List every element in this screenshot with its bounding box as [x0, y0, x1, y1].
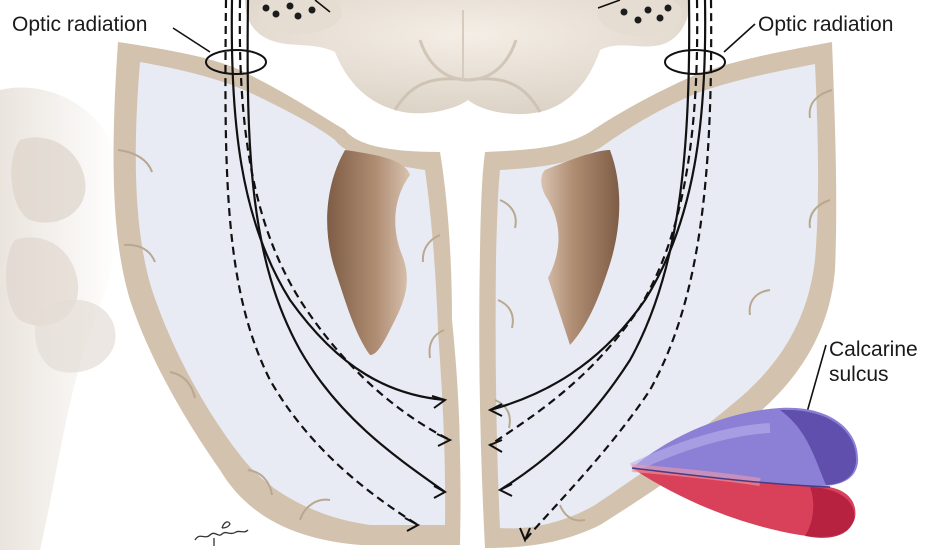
- label-optic-radiation-left: Optic radiation: [12, 13, 147, 36]
- background-brain: [0, 87, 118, 550]
- label-calcarine-line1: Calcarine: [829, 338, 918, 361]
- optic-radiation-ring-right: [665, 50, 725, 74]
- label-optic-radiation-right: Optic radiation: [758, 13, 893, 36]
- brainstem: [245, 0, 690, 114]
- artist-signature: [195, 522, 248, 546]
- label-calcarine-line2: sulcus: [829, 363, 889, 386]
